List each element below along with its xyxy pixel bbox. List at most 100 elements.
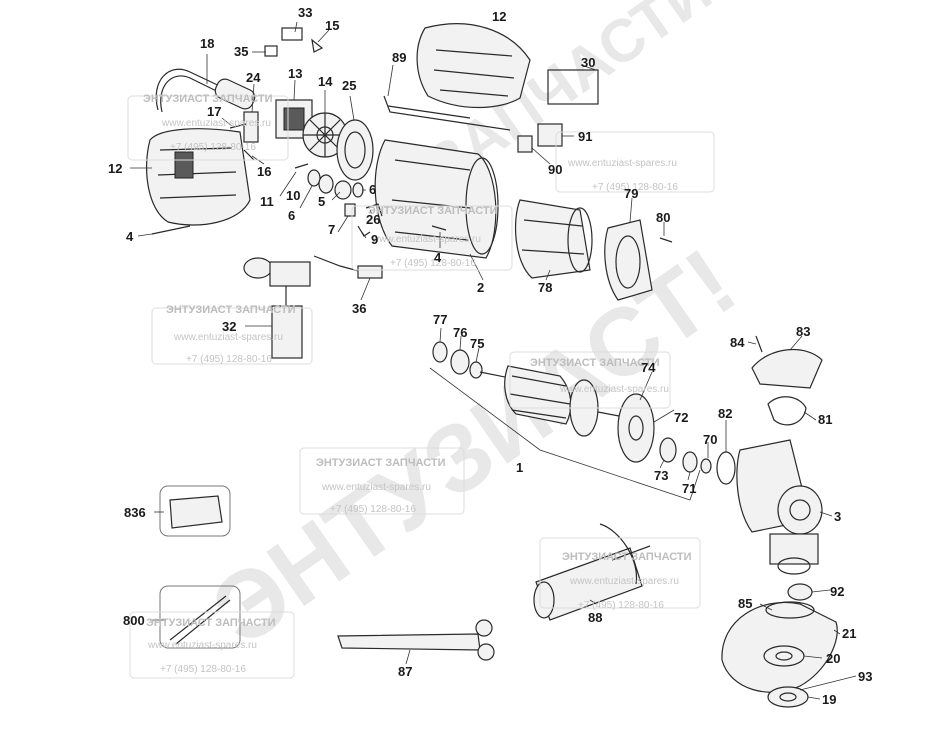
callout-836: 836 — [124, 505, 146, 520]
part-73 — [659, 437, 677, 463]
part-10 — [307, 169, 321, 187]
callout-7: 7 — [328, 222, 335, 237]
svg-text:+7 (495) 128-80-16: +7 (495) 128-80-16 — [186, 354, 272, 365]
svg-text:+7 (495) 128-80-16: +7 (495) 128-80-16 — [330, 504, 416, 515]
callout-5: 5 — [318, 194, 325, 209]
callout-30: 30 — [581, 55, 595, 70]
part-label — [547, 69, 599, 105]
part-6b — [352, 182, 364, 198]
callout-24: 24 — [246, 70, 261, 85]
leader-lines — [130, 21, 857, 700]
watermark-box-2: ЭНТУЗИАСТ ЗАПЧАСТИ www.entuziast-spares.… — [351, 205, 513, 271]
svg-text:www.entuziast-spares.ru: www.entuziast-spares.ru — [321, 482, 431, 493]
callout-12a: 12 — [108, 161, 122, 176]
watermark-box-1: ЭНТУЗИАСТ ЗАПЧАСТИ www.entuziast-spares.… — [127, 93, 289, 161]
watermark-registered: ® — [588, 0, 637, 10]
callout-70: 70 — [703, 432, 717, 447]
part-84 — [755, 335, 763, 353]
callout-20: 20 — [826, 651, 840, 666]
callout-75: 75 — [470, 336, 484, 351]
watermark-box-6: ЭНТУЗИАСТ ЗАПЧАСТИ www.entuziast-spares.… — [299, 447, 465, 515]
callout-87: 87 — [398, 664, 412, 679]
part-71 — [682, 451, 698, 473]
part-80 — [659, 237, 673, 243]
svg-text:ЭНТУЗИАСТ ЗАПЧАСТИ: ЭНТУЗИАСТ ЗАПЧАСТИ — [562, 551, 692, 563]
callout-74: 74 — [641, 360, 656, 375]
callout-14: 14 — [318, 74, 333, 89]
callout-3: 3 — [834, 509, 841, 524]
svg-text:www.entuziast-spares.ru: www.entuziast-spares.ru — [147, 640, 257, 651]
part-35 — [264, 45, 278, 57]
callout-17: 17 — [207, 104, 221, 119]
callout-90: 90 — [548, 162, 562, 177]
callout-10: 10 — [286, 188, 300, 203]
svg-text:+7 (495) 128-80-16: +7 (495) 128-80-16 — [390, 258, 476, 269]
callout-84: 84 — [730, 335, 745, 350]
part-5 — [334, 180, 352, 200]
callout-18: 18 — [200, 36, 214, 51]
callout-12b: 12 — [492, 9, 506, 24]
callout-92: 92 — [830, 584, 844, 599]
svg-text:ЭНТУЗИАСТ ЗАПЧАСТИ: ЭНТУЗИАСТ ЗАПЧАСТИ — [368, 205, 498, 217]
callout-78: 78 — [538, 280, 552, 295]
callout-1: 1 — [516, 460, 523, 475]
watermark-box-4: ЭНТУЗИАСТ ЗАПЧАСТИ www.entuziast-spares.… — [151, 304, 313, 365]
part-92 — [787, 583, 813, 601]
callout-76: 76 — [453, 325, 467, 340]
callout-82: 82 — [718, 406, 732, 421]
watermark-box-5: ЭНТУЗИАСТ ЗАПЧАСТИ www.entuziast-spares.… — [509, 351, 671, 409]
callout-33: 33 — [298, 5, 312, 20]
svg-text:www.entuziast-spares.ru: www.entuziast-spares.ru — [173, 332, 283, 343]
part-90 — [517, 135, 533, 153]
svg-text:www.entuziast-spares.ru: www.entuziast-spares.ru — [567, 158, 677, 169]
callout-25: 25 — [342, 78, 356, 93]
part-clip — [383, 95, 511, 131]
part-24 — [243, 111, 259, 143]
part-main-housing — [416, 23, 531, 109]
part-70 — [700, 458, 712, 474]
svg-text:+7 (495) 128-80-16: +7 (495) 128-80-16 — [170, 142, 256, 153]
callout-89: 89 — [392, 50, 406, 65]
callout-35: 35 — [234, 44, 248, 59]
part-rear-housing — [145, 128, 251, 226]
callout-21: 21 — [842, 626, 856, 641]
svg-text:+7 (495) 128-80-16: +7 (495) 128-80-16 — [592, 182, 678, 193]
callout-80: 80 — [656, 210, 670, 225]
part-9 — [357, 225, 371, 237]
inset-800-frame — [159, 585, 241, 649]
part-11 — [294, 163, 309, 169]
callout-88: 88 — [588, 610, 602, 625]
part-gearbox — [736, 439, 823, 575]
callout-11: 11 — [260, 194, 274, 209]
callout-83: 83 — [796, 324, 810, 339]
part-16 — [243, 149, 255, 161]
svg-text:+7 (495) 128-80-16: +7 (495) 128-80-16 — [160, 664, 246, 675]
callout-73: 73 — [654, 468, 668, 483]
part-800 — [169, 595, 231, 645]
part-81 — [767, 396, 807, 426]
part-nut — [767, 686, 809, 708]
part-spanner — [337, 619, 495, 661]
part-oring — [716, 451, 736, 485]
callout-85: 85 — [738, 596, 752, 611]
watermark-box-8: ЭНТУЗИАСТ ЗАПЧАСТИ www.entuziast-spares.… — [129, 611, 295, 679]
inset-836-frame — [159, 485, 231, 537]
callout-72: 72 — [674, 410, 688, 425]
part-7 — [344, 203, 356, 217]
callout-9: 9 — [371, 232, 378, 247]
callout-4b: 4 — [434, 250, 442, 265]
part-26 — [365, 203, 383, 217]
part-side-handle — [533, 523, 651, 621]
svg-text:www.entuziast-spares.ru: www.entuziast-spares.ru — [371, 234, 481, 245]
part-cord — [155, 68, 256, 113]
part-switch-assembly — [243, 257, 311, 359]
part-33 — [281, 27, 303, 41]
callout-19: 19 — [822, 692, 836, 707]
callout-2: 2 — [477, 280, 484, 295]
part-91 — [537, 123, 563, 147]
watermark-box-3: www.entuziast-spares.ru +7 (495) 128-80-… — [555, 131, 715, 193]
svg-text:ЭНТУЗИАСТ ЗАПЧАСТИ: ЭНТУЗИАСТ ЗАПЧАСТИ — [143, 93, 273, 105]
callout-79: 79 — [624, 186, 638, 201]
